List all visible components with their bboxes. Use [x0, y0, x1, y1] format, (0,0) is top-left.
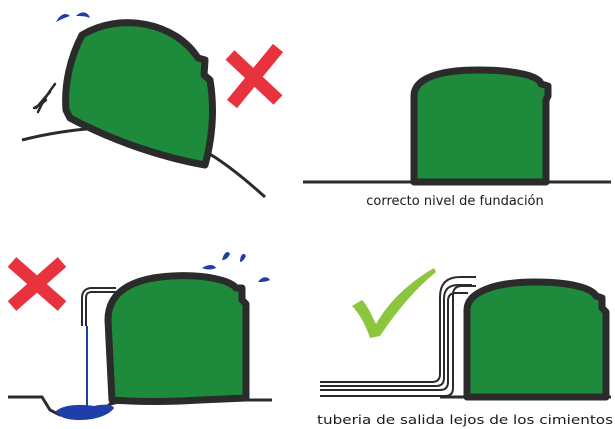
foundation-caption: correcto nivel de fundación [366, 194, 544, 209]
tank-near-pipe [104, 272, 250, 405]
tilted-tank [62, 19, 216, 169]
panel-pipe-away-from-foundation: tuberia de salida lejos de los cimientos [317, 268, 613, 427]
outlet-pipe-short-inner [83, 289, 116, 326]
level-tank [410, 66, 552, 186]
water-puddle [56, 404, 114, 420]
water-splash-drops [56, 12, 90, 22]
outlet-pipe-long [320, 276, 476, 397]
outlet-pipe-caption: tuberia de salida lejos de los cimientos [317, 412, 613, 427]
tank-with-long-pipe [463, 278, 610, 401]
checkmark-icon [352, 268, 436, 338]
panel-level-foundation: correcto nivel de fundación [303, 66, 611, 209]
panel-pipe-near-foundation [7, 252, 272, 420]
cross-icon [7, 257, 67, 311]
wobble-lines [32, 82, 57, 114]
panel-sloped-ground [21, 12, 284, 199]
cross-icon [225, 43, 284, 109]
water-splash-drops-right [202, 252, 270, 282]
